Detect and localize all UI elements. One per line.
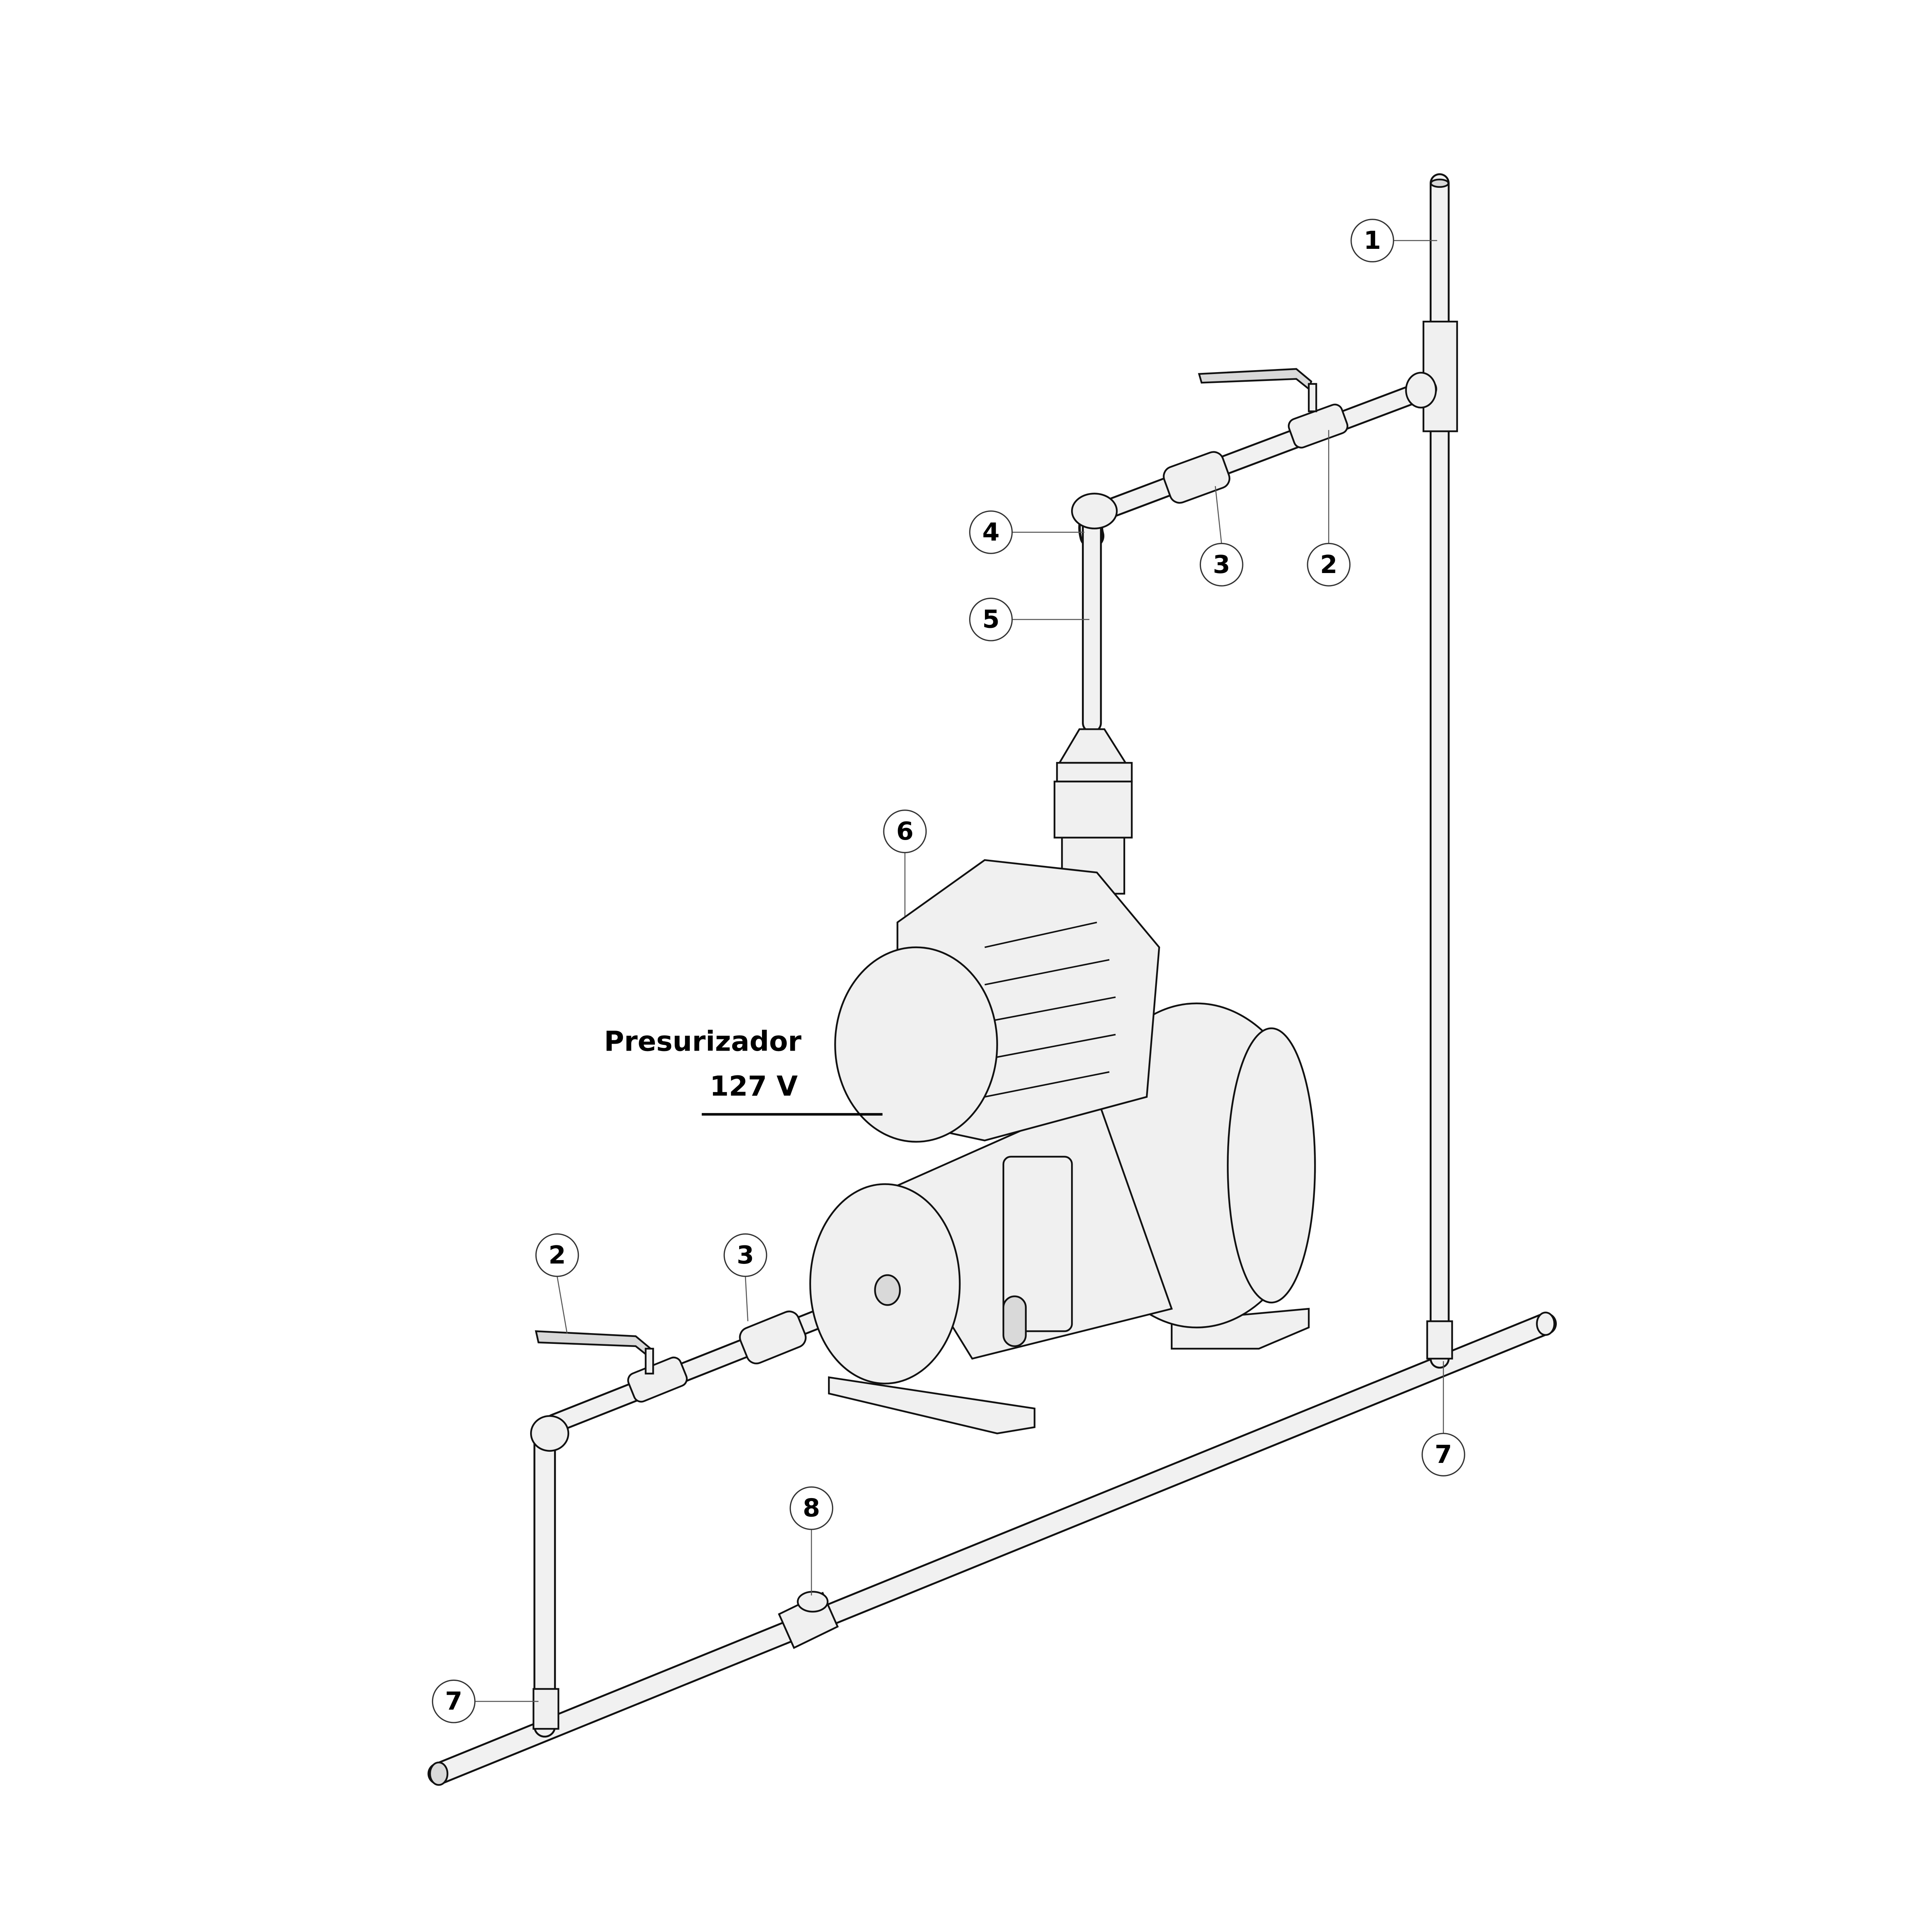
callout-number: 3 [1213,550,1230,579]
pump-title-line1: Presurizador [604,1025,801,1057]
pump-base-front [828,1376,1036,1434]
callout-5: 5 [969,597,1013,641]
ball-valve-top-body [1287,403,1349,449]
ball-valve-left-body [627,1356,688,1403]
callout-number: 7 [445,1687,463,1716]
callout-3-top: 3 [1199,543,1243,587]
callout-4: 4 [969,510,1013,554]
callout-number: 1 [1364,226,1381,255]
callout-number: 7 [1435,1440,1452,1469]
motor-end-cap [834,946,998,1143]
valve-handle-top [1198,368,1313,391]
tee-fitting-bottom-left [532,1688,560,1730]
callout-number: 2 [548,1241,566,1270]
callout-3-left: 3 [723,1233,767,1277]
suction-inlet [874,1274,901,1306]
callout-number: 8 [803,1494,820,1523]
callout-number: 4 [982,518,1000,547]
callout-number: 5 [982,605,1000,634]
callout-number: 2 [1320,550,1337,579]
pump-title-line2: 127 V [710,1070,798,1102]
leader-lines [475,240,1444,1702]
upper-discharge-pipe [1071,368,1437,733]
callout-1: 1 [1350,219,1395,263]
callout-6: 6 [883,810,927,854]
elbow-fitting-left [530,1415,570,1452]
reducer [1058,728,1127,764]
pressure-pump [809,859,1316,1434]
elbow-fitting-4 [1071,493,1118,529]
pump-title: Presurizador 127 V [604,1025,801,1102]
union-coupling-left [739,1310,807,1364]
right-vertical-pipe [1422,173,1458,1369]
callout-number: 6 [896,817,913,846]
callout-2-top: 2 [1307,543,1351,587]
tee-fitting-bottom-right [1426,1320,1453,1360]
union-coupling-top [1163,451,1231,504]
valve-handle-left [535,1330,652,1358]
elbow-fitting-top [1405,372,1437,409]
callout-7-right: 7 [1422,1433,1465,1476]
pipes [427,173,1557,1786]
main-bottom-pipe [427,1311,1557,1786]
pump-bracket [1002,1156,1073,1332]
callout-7-left: 7 [432,1679,476,1723]
callout-number: 3 [737,1241,754,1270]
cooling-fins [984,922,1116,1098]
callout-2-left: 2 [535,1233,579,1277]
callout-8: 8 [789,1486,833,1530]
callouts: 1 2 3 4 5 6 2 3 7 8 7 [432,219,1465,1723]
